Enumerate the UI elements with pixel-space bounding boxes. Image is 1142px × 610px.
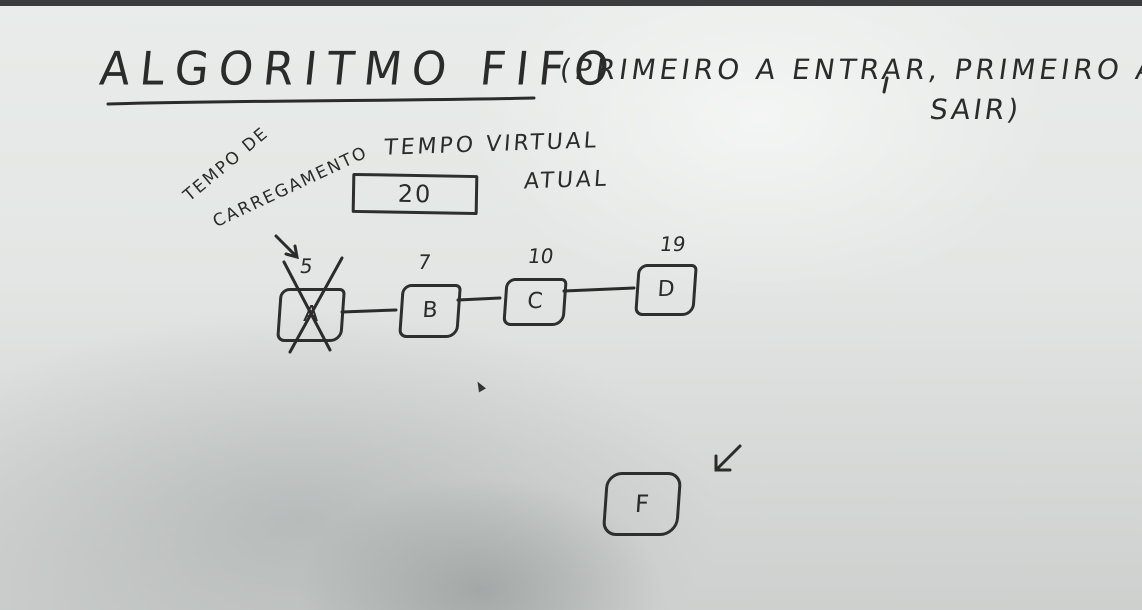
- page-a-label: A: [302, 302, 320, 327]
- title: ALGORITMO FIFO: [97, 42, 622, 97]
- page-b-load-time: 7: [416, 250, 433, 274]
- subtitle-line-2: SAIR): [927, 93, 1024, 126]
- page-d-node: D: [634, 264, 698, 316]
- page-d-label: D: [656, 277, 676, 302]
- page-a-load-time: 5: [298, 254, 315, 278]
- virtual-time-label-line-2: ATUAL: [523, 166, 611, 195]
- page-d-load-time: 19: [658, 232, 688, 256]
- connector-c-d: [562, 286, 636, 293]
- virtual-time-value-box: 20: [351, 172, 479, 216]
- new-page-arrow: [716, 444, 742, 470]
- board-top-frame: [0, 0, 1142, 6]
- connector-b-c: [456, 296, 502, 302]
- connector-a-b: [340, 308, 398, 314]
- load-time-arrow-head: [284, 244, 299, 260]
- page-c-load-time: 10: [526, 244, 556, 268]
- page-b-node: B: [398, 284, 462, 338]
- subtitle-line-1: (PRIMEIRO A ENTRAR, PRIMEIRO A: [557, 53, 1142, 86]
- page-a-node: A: [276, 288, 346, 342]
- new-page-arrow-head: [714, 454, 732, 472]
- mouse-cursor-icon: [474, 379, 486, 393]
- title-underline: [106, 96, 536, 106]
- load-time-arrow: [274, 234, 298, 258]
- page-c-node: C: [502, 278, 568, 326]
- page-f-node: F: [601, 472, 683, 536]
- page-f-label: F: [634, 490, 650, 518]
- virtual-time-label-line-1: TEMPO VIRTUAL: [383, 128, 600, 161]
- page-c-label: C: [526, 289, 544, 314]
- page-b-label: B: [421, 298, 439, 323]
